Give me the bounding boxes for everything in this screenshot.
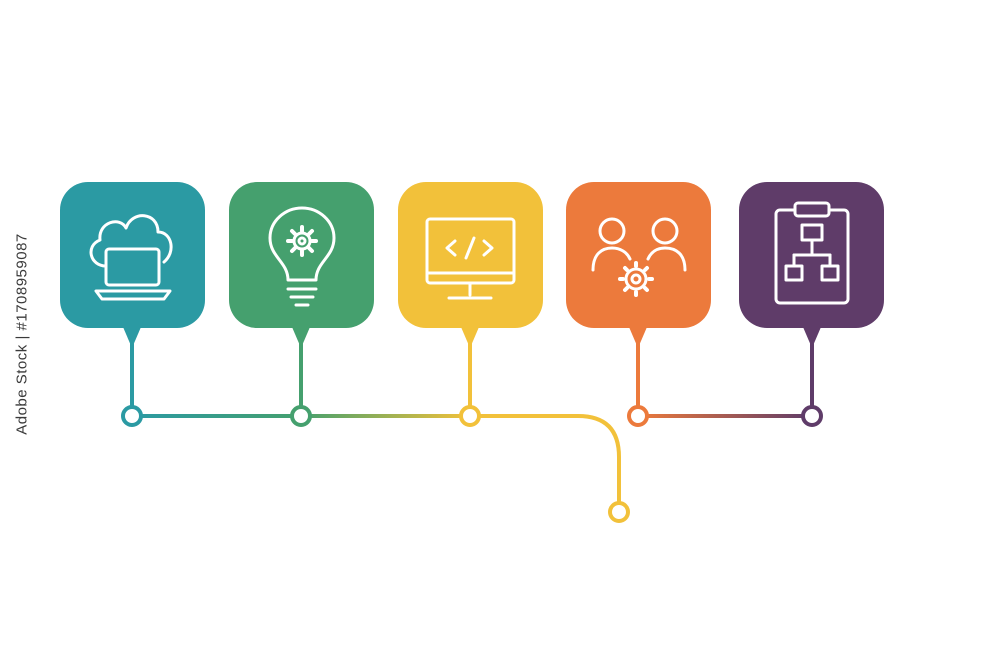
step-3-tile [398, 182, 543, 328]
step-2-node [290, 405, 312, 427]
step-5-node [801, 405, 823, 427]
lightbulb-gear-icon [268, 206, 336, 307]
code-monitor-icon [425, 217, 516, 300]
step-4 [566, 182, 711, 427]
step-3-node [459, 405, 481, 427]
step-3-tail [458, 320, 482, 348]
clipboard-flowchart-icon [774, 201, 850, 305]
step-5 [739, 182, 884, 427]
timeline-connectors [138, 414, 806, 503]
step-2 [229, 182, 374, 427]
step-1-tail [120, 320, 144, 348]
connector-3-end [476, 414, 621, 503]
step-4-node [627, 405, 649, 427]
step-5-tail [800, 320, 824, 348]
step-1-node [121, 405, 143, 427]
step-1 [60, 182, 205, 427]
stock-watermark: Adobe Stock | #1708959087 [13, 233, 31, 435]
step-3 [398, 182, 543, 427]
cloud-laptop-icon [89, 214, 173, 301]
step-4-tile [566, 182, 711, 328]
step-2-tail [289, 320, 313, 348]
timeline-end-node [608, 501, 630, 523]
step-4-tail [626, 320, 650, 348]
team-gear-icon [591, 217, 687, 297]
